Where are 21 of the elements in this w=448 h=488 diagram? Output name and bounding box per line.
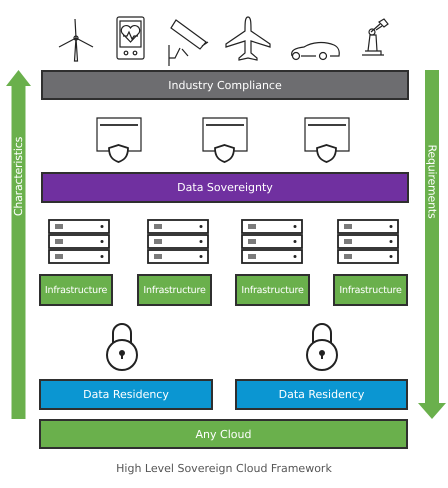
layer-bar bbox=[39, 274, 113, 306]
layer-bar bbox=[41, 70, 409, 100]
layer-label: Data Residency bbox=[278, 388, 364, 401]
layer-label: Industry Compliance bbox=[168, 78, 282, 92]
layer-bar bbox=[137, 274, 212, 306]
caption: High Level Sovereign Cloud Framework bbox=[116, 462, 332, 475]
arrow-label: Characteristics bbox=[12, 136, 25, 216]
layer-label: Infrastructure bbox=[339, 284, 402, 296]
layer-bar bbox=[235, 379, 408, 410]
layer-label: Infrastructure bbox=[241, 284, 304, 296]
layer-bar bbox=[39, 379, 213, 410]
layer-label: Infrastructure bbox=[44, 284, 108, 296]
arrow-label: Requirements bbox=[426, 144, 438, 219]
layer-label: Data Sovereignty bbox=[177, 181, 273, 194]
layer-label: Infrastructure bbox=[143, 284, 206, 296]
layer-bar bbox=[333, 274, 408, 306]
layer-bar bbox=[39, 419, 408, 449]
layer-label: Any Cloud bbox=[196, 428, 252, 440]
layer-bar bbox=[235, 274, 310, 306]
layer-label: Data Residency bbox=[83, 388, 169, 401]
layer-bar bbox=[41, 172, 409, 203]
